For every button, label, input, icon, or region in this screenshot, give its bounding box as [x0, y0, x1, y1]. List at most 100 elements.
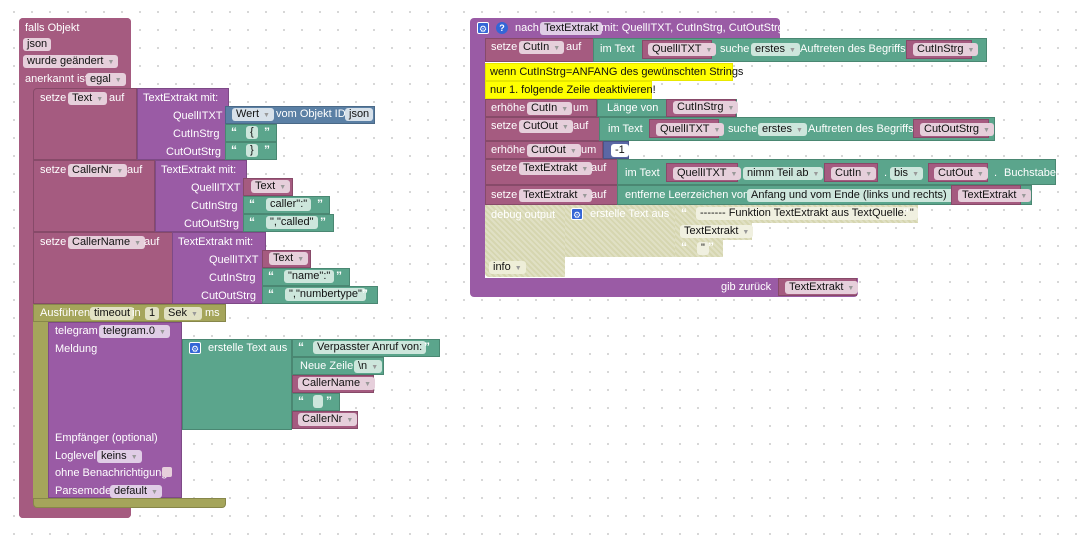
timeout-value-field[interactable]: 1 [145, 307, 160, 320]
auf-label: auf [573, 120, 589, 132]
var-value: CutOut [938, 167, 973, 179]
quote-close-icon: ” [264, 125, 270, 139]
timeout-name-field[interactable]: timeout [90, 307, 135, 320]
setze-label: setze [491, 189, 518, 201]
string-field[interactable] [313, 395, 323, 408]
string-field[interactable]: { [246, 126, 258, 139]
dropdown-arrow-icon: ▼ [581, 193, 589, 200]
entferne-label: entferne Leerzeichen vom [625, 189, 753, 201]
function-name-field[interactable]: TextExtrakt [540, 22, 603, 35]
auftreten-label: Auftreten des Begriffs [800, 43, 906, 55]
mode-dropdown[interactable]: erstes▼ [751, 43, 800, 56]
dropdown-arrow-icon: ▼ [976, 171, 984, 178]
parsemode-dropdown[interactable]: default▼ [110, 485, 162, 498]
comment-block[interactable]: wenn CutInStrg=ANFANG des gewünschten St… [485, 63, 743, 81]
var-dropdown[interactable]: QuellITXT▼ [648, 43, 717, 56]
var-dropdown[interactable]: TextExtrakt▼ [519, 162, 593, 175]
debug-level-dropdown[interactable]: info▼ [489, 261, 526, 274]
dropdown-arrow-icon: ▼ [297, 256, 305, 263]
dropdown-arrow-icon: ▼ [371, 364, 379, 371]
um-label: um [573, 102, 589, 114]
var-dropdown-text[interactable]: Text▼ [68, 92, 108, 105]
string-field[interactable]: Verpasster Anruf von: [313, 341, 427, 354]
var-dropdown[interactable]: CutIn▼ [519, 41, 565, 54]
dropdown-arrow-icon: ▼ [967, 47, 975, 54]
ohne-benachrichtigung-checkbox[interactable] [162, 467, 172, 477]
string-field[interactable]: ","numbertype" [285, 288, 366, 301]
var-dropdown[interactable]: CallerNr▼ [298, 413, 358, 426]
wert-dropdown[interactable]: Wert▼ [232, 108, 274, 121]
create-text-block[interactable] [182, 339, 292, 430]
func-call-label: TextExtrakt mit: [143, 92, 219, 104]
quote-open-icon: “ [231, 125, 237, 139]
var-value: CallerNr [302, 413, 343, 425]
var-value: CutIn [835, 167, 862, 179]
var-dropdown[interactable]: QuellITXT▼ [656, 123, 725, 136]
textextrakt-call-block[interactable] [155, 160, 247, 232]
help-icon[interactable]: ? [496, 22, 508, 34]
dropdown-arrow-icon: ▼ [116, 168, 124, 175]
erhoehe-label: erhöhe [491, 144, 526, 156]
comment-block[interactable]: nur 1. folgende Zeile deaktivieren! [485, 81, 656, 99]
var-dropdown[interactable]: CutOut▼ [519, 120, 573, 133]
object-id-field[interactable]: json [23, 38, 52, 51]
string-field[interactable]: caller":" [266, 198, 312, 211]
return-var-dropdown[interactable]: TextExtrakt▼ [785, 281, 859, 294]
var-dropdown[interactable]: TextExtrakt▼ [519, 189, 593, 202]
var-value: Text [255, 180, 276, 192]
ack-dropdown[interactable]: egal▼ [86, 73, 126, 86]
number-field[interactable]: -1 [611, 144, 629, 157]
var-value: CallerName [302, 377, 361, 389]
trim-mode-dropdown[interactable]: Anfang und vom Ende (links und rechts)▼ [747, 189, 962, 202]
setze-label: setze [491, 162, 518, 174]
im-text-label: im Text [608, 123, 643, 135]
gear-icon[interactable]: ⚙ [571, 208, 583, 220]
var-dropdown[interactable]: CutOut▼ [527, 144, 581, 157]
in-label: in [132, 307, 141, 319]
instance-dropdown[interactable]: telegram.0▼ [99, 325, 170, 338]
string-field[interactable]: ","called" [266, 216, 318, 229]
textextrakt-call-block[interactable] [137, 88, 229, 160]
gear-icon[interactable]: ⚙ [477, 22, 489, 34]
gear-icon[interactable]: ⚙ [189, 342, 201, 354]
var-dropdown[interactable]: CallerName▼ [298, 377, 376, 390]
substring-to-mode-dropdown[interactable]: bis▼ [890, 167, 923, 180]
dropdown-arrow-icon: ▼ [713, 127, 721, 134]
var-dropdown[interactable]: CutIn▼ [831, 167, 877, 180]
var-dropdown[interactable]: TextExtrakt▼ [958, 189, 1032, 202]
ack-value: egal [90, 73, 111, 85]
loglevel-dropdown[interactable]: keins▼ [97, 450, 142, 463]
var-dropdown[interactable]: QuellITXT▼ [673, 167, 742, 180]
string-field[interactable]: "name":" [284, 270, 335, 283]
telegram-block[interactable] [48, 322, 182, 498]
mode-dropdown[interactable]: erstes▼ [758, 123, 807, 136]
var-value: QuellITXT [677, 167, 727, 179]
trigger-dropdown[interactable]: wurde geändert▼ [23, 55, 119, 68]
set-text-block[interactable] [33, 88, 137, 160]
object-id-field[interactable]: json [345, 108, 374, 121]
var-dropdown[interactable]: TextExtrakt▼ [680, 225, 754, 238]
var-dropdown[interactable]: Text▼ [251, 180, 291, 193]
string-field[interactable]: } [246, 144, 258, 157]
var-dropdown[interactable]: CutOut▼ [934, 167, 988, 180]
newline-dropdown[interactable]: \n▼ [354, 360, 383, 373]
dropdown-arrow-icon: ▼ [364, 381, 372, 388]
var-value: QuellITXT [660, 123, 710, 135]
string-field[interactable]: " [697, 242, 709, 255]
debug-create-text-block[interactable] [565, 205, 675, 257]
var-dropdown[interactable]: CutInStrg▼ [673, 101, 739, 114]
param-label: CutOutStrg [184, 218, 240, 230]
var-dropdown[interactable]: Text▼ [269, 252, 309, 265]
var-dropdown-callernr[interactable]: CallerNr▼ [68, 164, 128, 177]
newline-label: Neue Zeile [300, 360, 354, 372]
substring-from-mode-dropdown[interactable]: nimm Teil ab▼ [743, 167, 824, 180]
quote-close-icon: ” [336, 269, 342, 283]
dropdown-arrow-icon: ▼ [812, 171, 820, 178]
var-dropdown[interactable]: CutOutStrg▼ [920, 123, 994, 136]
var-dropdown[interactable]: CutIn▼ [527, 102, 573, 115]
unit-dropdown[interactable]: Sek▼ [164, 307, 202, 320]
var-dropdown[interactable]: CutInStrg▼ [913, 43, 979, 56]
string-field[interactable]: ------- Funktion TextExtrakt aus TextQue… [696, 207, 918, 220]
var-dropdown-callername[interactable]: CallerName▼ [68, 236, 146, 249]
dropdown-arrow-icon: ▼ [795, 127, 803, 134]
